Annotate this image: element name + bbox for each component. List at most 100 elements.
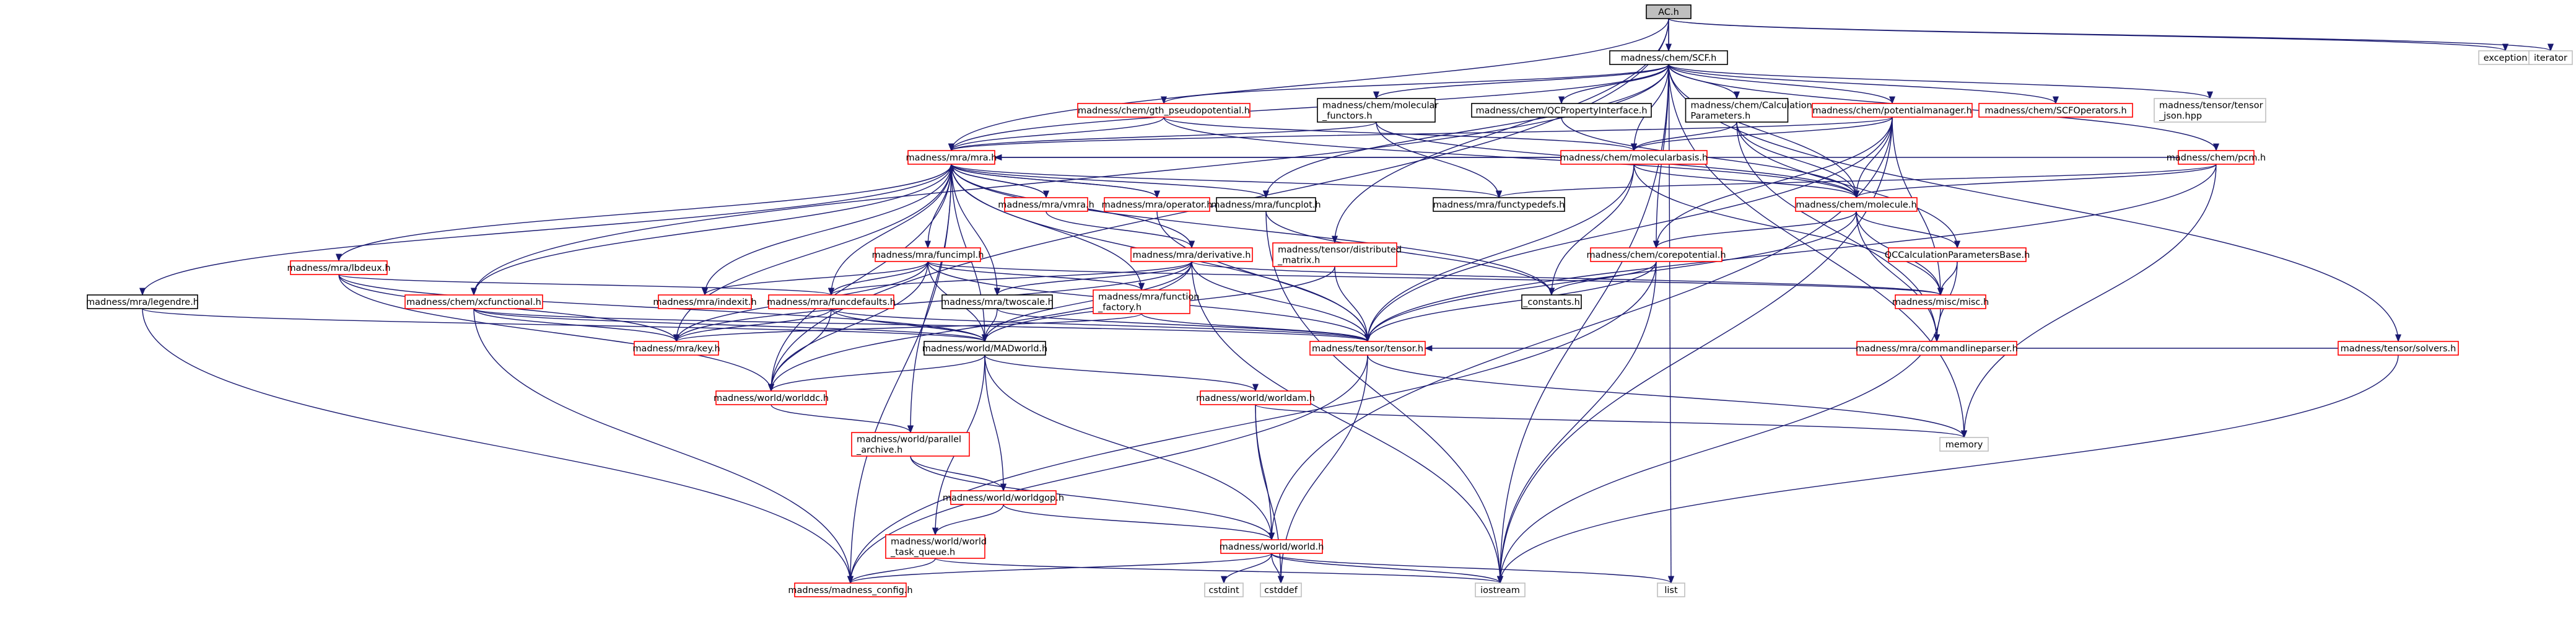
node-world[interactable]: madness/world/world.h (1220, 539, 1324, 554)
node-funcplot[interactable]: madness/mra/funcplot.h (1211, 197, 1321, 212)
node-label: madness/mra/twoscale.h (941, 297, 1054, 307)
edge-worldam-to-world (1255, 404, 1275, 541)
node-label: _matrix.h (1277, 256, 1320, 266)
node-label: madness/world/world.h (1220, 542, 1324, 552)
edge-mra-to-xcfun (471, 164, 952, 296)
node-potman[interactable]: madness/chem/potentialmanager.h (1812, 103, 1973, 118)
node-label: QCCalculationParametersBase.h (1885, 250, 2030, 260)
edge-lbdeux-to-funcdefaults (338, 274, 834, 296)
node-parchive[interactable]: madness/world/parallel_archive.h (851, 432, 970, 457)
node-functypedefs[interactable]: madness/mra/functypedefs.h (1433, 197, 1565, 212)
node-mra[interactable]: madness/mra/mra.h (906, 150, 997, 165)
node-label: madness/mra/vmra.h (998, 200, 1094, 210)
edge-worldgop-to-world (1003, 504, 1275, 541)
node-tensor[interactable]: madness/tensor/tensor.h (1309, 341, 1426, 356)
node-root: AC.h (1646, 4, 1692, 19)
node-pcm[interactable]: madness/chem/pcm.h (2167, 150, 2266, 165)
node-label: Parameters.h (1691, 112, 1751, 121)
edge-scf-to-mra (948, 64, 1669, 152)
node-tdm[interactable]: madness/tensor/distributed_matrix.h (1272, 242, 1402, 267)
node-label: list (1664, 586, 1678, 595)
edge-mra-to-funcdefaults (827, 164, 952, 296)
node-scf[interactable]: madness/chem/SCF.h (1609, 50, 1728, 65)
edge-world-to-cstdint (1220, 553, 1272, 584)
node-label: madness/tensor/tensor.h (1312, 344, 1423, 354)
node-label: madness/chem/gth_pseudopotential.h (1078, 106, 1250, 116)
node-label: madness/mra/function (1098, 292, 1199, 302)
node-constants[interactable]: _constants.h (1521, 294, 1582, 309)
node-worldam[interactable]: madness/world/worldam.h (1196, 390, 1315, 405)
edge-madworld-to-worlddc (768, 354, 985, 392)
edge-legendre-to-config (142, 308, 854, 584)
edge-derivative-to-tensor (1191, 261, 1371, 343)
node-cstddef: cstddef (1260, 582, 1302, 597)
node-indexit[interactable]: madness/mra/indexit.h (653, 294, 757, 309)
node-molfun[interactable]: madness/chem/molecular_functors.h (1317, 98, 1438, 123)
edge-parchive-to-worldgop (910, 455, 1006, 492)
edge-funcimpl-to-funcdefaults (828, 261, 928, 296)
edge-root-to-mra (948, 18, 1669, 152)
edge-funcimpl-to-indexit (702, 261, 928, 296)
node-derivative[interactable]: madness/mra/derivative.h (1130, 247, 1253, 262)
edge-corepot-to-iostream (1496, 261, 1657, 584)
node-label: madness/chem/Calculation (1691, 101, 1812, 111)
edge-xcfun-to-tensor (473, 308, 1371, 343)
edge-pcm-to-memory (1960, 164, 2217, 439)
edge-xcfun-to-config (473, 308, 854, 584)
node-label: iostream (1480, 586, 1520, 595)
node-scfops[interactable]: madness/chem/SCFOperators.h (1978, 103, 2133, 118)
node-funcfactory[interactable]: madness/mra/function_factory.h (1093, 289, 1199, 314)
node-tsolvers[interactable]: madness/tensor/solvers.h (2338, 341, 2459, 356)
edge-funcimpl-to-worlddc (767, 261, 928, 392)
node-xcfun[interactable]: madness/chem/xcfunctional.h (404, 294, 543, 309)
node-qcbase[interactable]: QCCalculationParametersBase.h (1885, 247, 2030, 262)
node-funcimpl[interactable]: madness/mra/funcimpl.h (872, 247, 984, 262)
node-twoscale[interactable]: madness/mra/twoscale.h (941, 294, 1054, 309)
node-label: memory (1945, 440, 1983, 450)
node-label: madness/chem/pcm.h (2167, 153, 2266, 163)
node-label: madness/mra/funcdefaults.h (767, 297, 896, 307)
node-lbdeux[interactable]: madness/mra/lbdeux.h (287, 260, 391, 275)
edge-lbdeux-to-worlddc (338, 274, 774, 392)
edge-mra-to-worlddc (767, 164, 952, 392)
node-calcparam[interactable]: madness/chem/CalculationParameters.h (1685, 98, 1812, 123)
edge-vmra-to-mra (948, 163, 1047, 198)
node-cmdparser[interactable]: madness/mra/commandlineparser.h (1856, 341, 2018, 356)
node-label: madness/chem/corepotential.h (1586, 250, 1726, 260)
node-worlddc[interactable]: madness/world/worlddc.h (714, 390, 829, 405)
edge-tensor-to-config (847, 354, 1368, 584)
node-label: madness/madness_config.h (788, 586, 912, 595)
edge-xcfun-to-madworld (473, 308, 988, 343)
node-misc[interactable]: madness/misc/misc.h (1892, 294, 1989, 309)
node-wtq[interactable]: madness/world/world_task_queue.h (885, 534, 987, 559)
node-worldgop[interactable]: madness/world/worldgop.h (943, 490, 1064, 505)
node-madworld[interactable]: madness/world/MADworld.h (922, 341, 1047, 356)
node-cstdint: cstdint (1204, 582, 1244, 597)
edge-world-to-config (847, 553, 1272, 584)
node-operator[interactable]: madness/mra/operator.h (1101, 197, 1213, 212)
node-vmra[interactable]: madness/mra/vmra.h (998, 197, 1094, 212)
node-funcdefaults[interactable]: madness/mra/funcdefaults.h (767, 294, 896, 309)
edge-mra-to-indexit (702, 164, 952, 296)
edge-mra-to-lbdeux (336, 164, 952, 262)
node-molecule[interactable]: madness/chem/molecule.h (1795, 197, 1918, 212)
edge-scf-to-potman (1668, 64, 1895, 105)
node-config[interactable]: madness/madness_config.h (788, 582, 913, 597)
edge-madworld-to-worldgop (984, 354, 1007, 492)
edge-worldam-to-memory (1255, 404, 1967, 439)
edge-tsolvers-to-iostream (1497, 354, 2399, 584)
node-key[interactable]: madness/mra/key.h (632, 341, 720, 356)
node-molbasis[interactable]: madness/chem/molecularbasis.h (1560, 150, 1708, 165)
node-qcprop[interactable]: madness/chem/QCPropertyInterface.h (1471, 103, 1652, 118)
node-label: _factory.h (1098, 303, 1142, 313)
edge-pcm-to-tensor (1364, 164, 2217, 343)
node-label: _constants.h (1522, 297, 1580, 307)
node-legendre[interactable]: madness/mra/legendre.h (86, 294, 199, 309)
node-label: exception (2484, 53, 2528, 63)
node-corepot[interactable]: madness/chem/corepotential.h (1586, 247, 1726, 262)
edge-molfun-to-mra (948, 121, 1377, 152)
edge-mra-to-functypedefs (951, 164, 1502, 199)
edge-derivative-to-funcdefaults (828, 261, 1192, 296)
node-label: madness/world/world (891, 537, 987, 547)
node-gth[interactable]: madness/chem/gth_pseudopotential.h (1077, 103, 1251, 118)
